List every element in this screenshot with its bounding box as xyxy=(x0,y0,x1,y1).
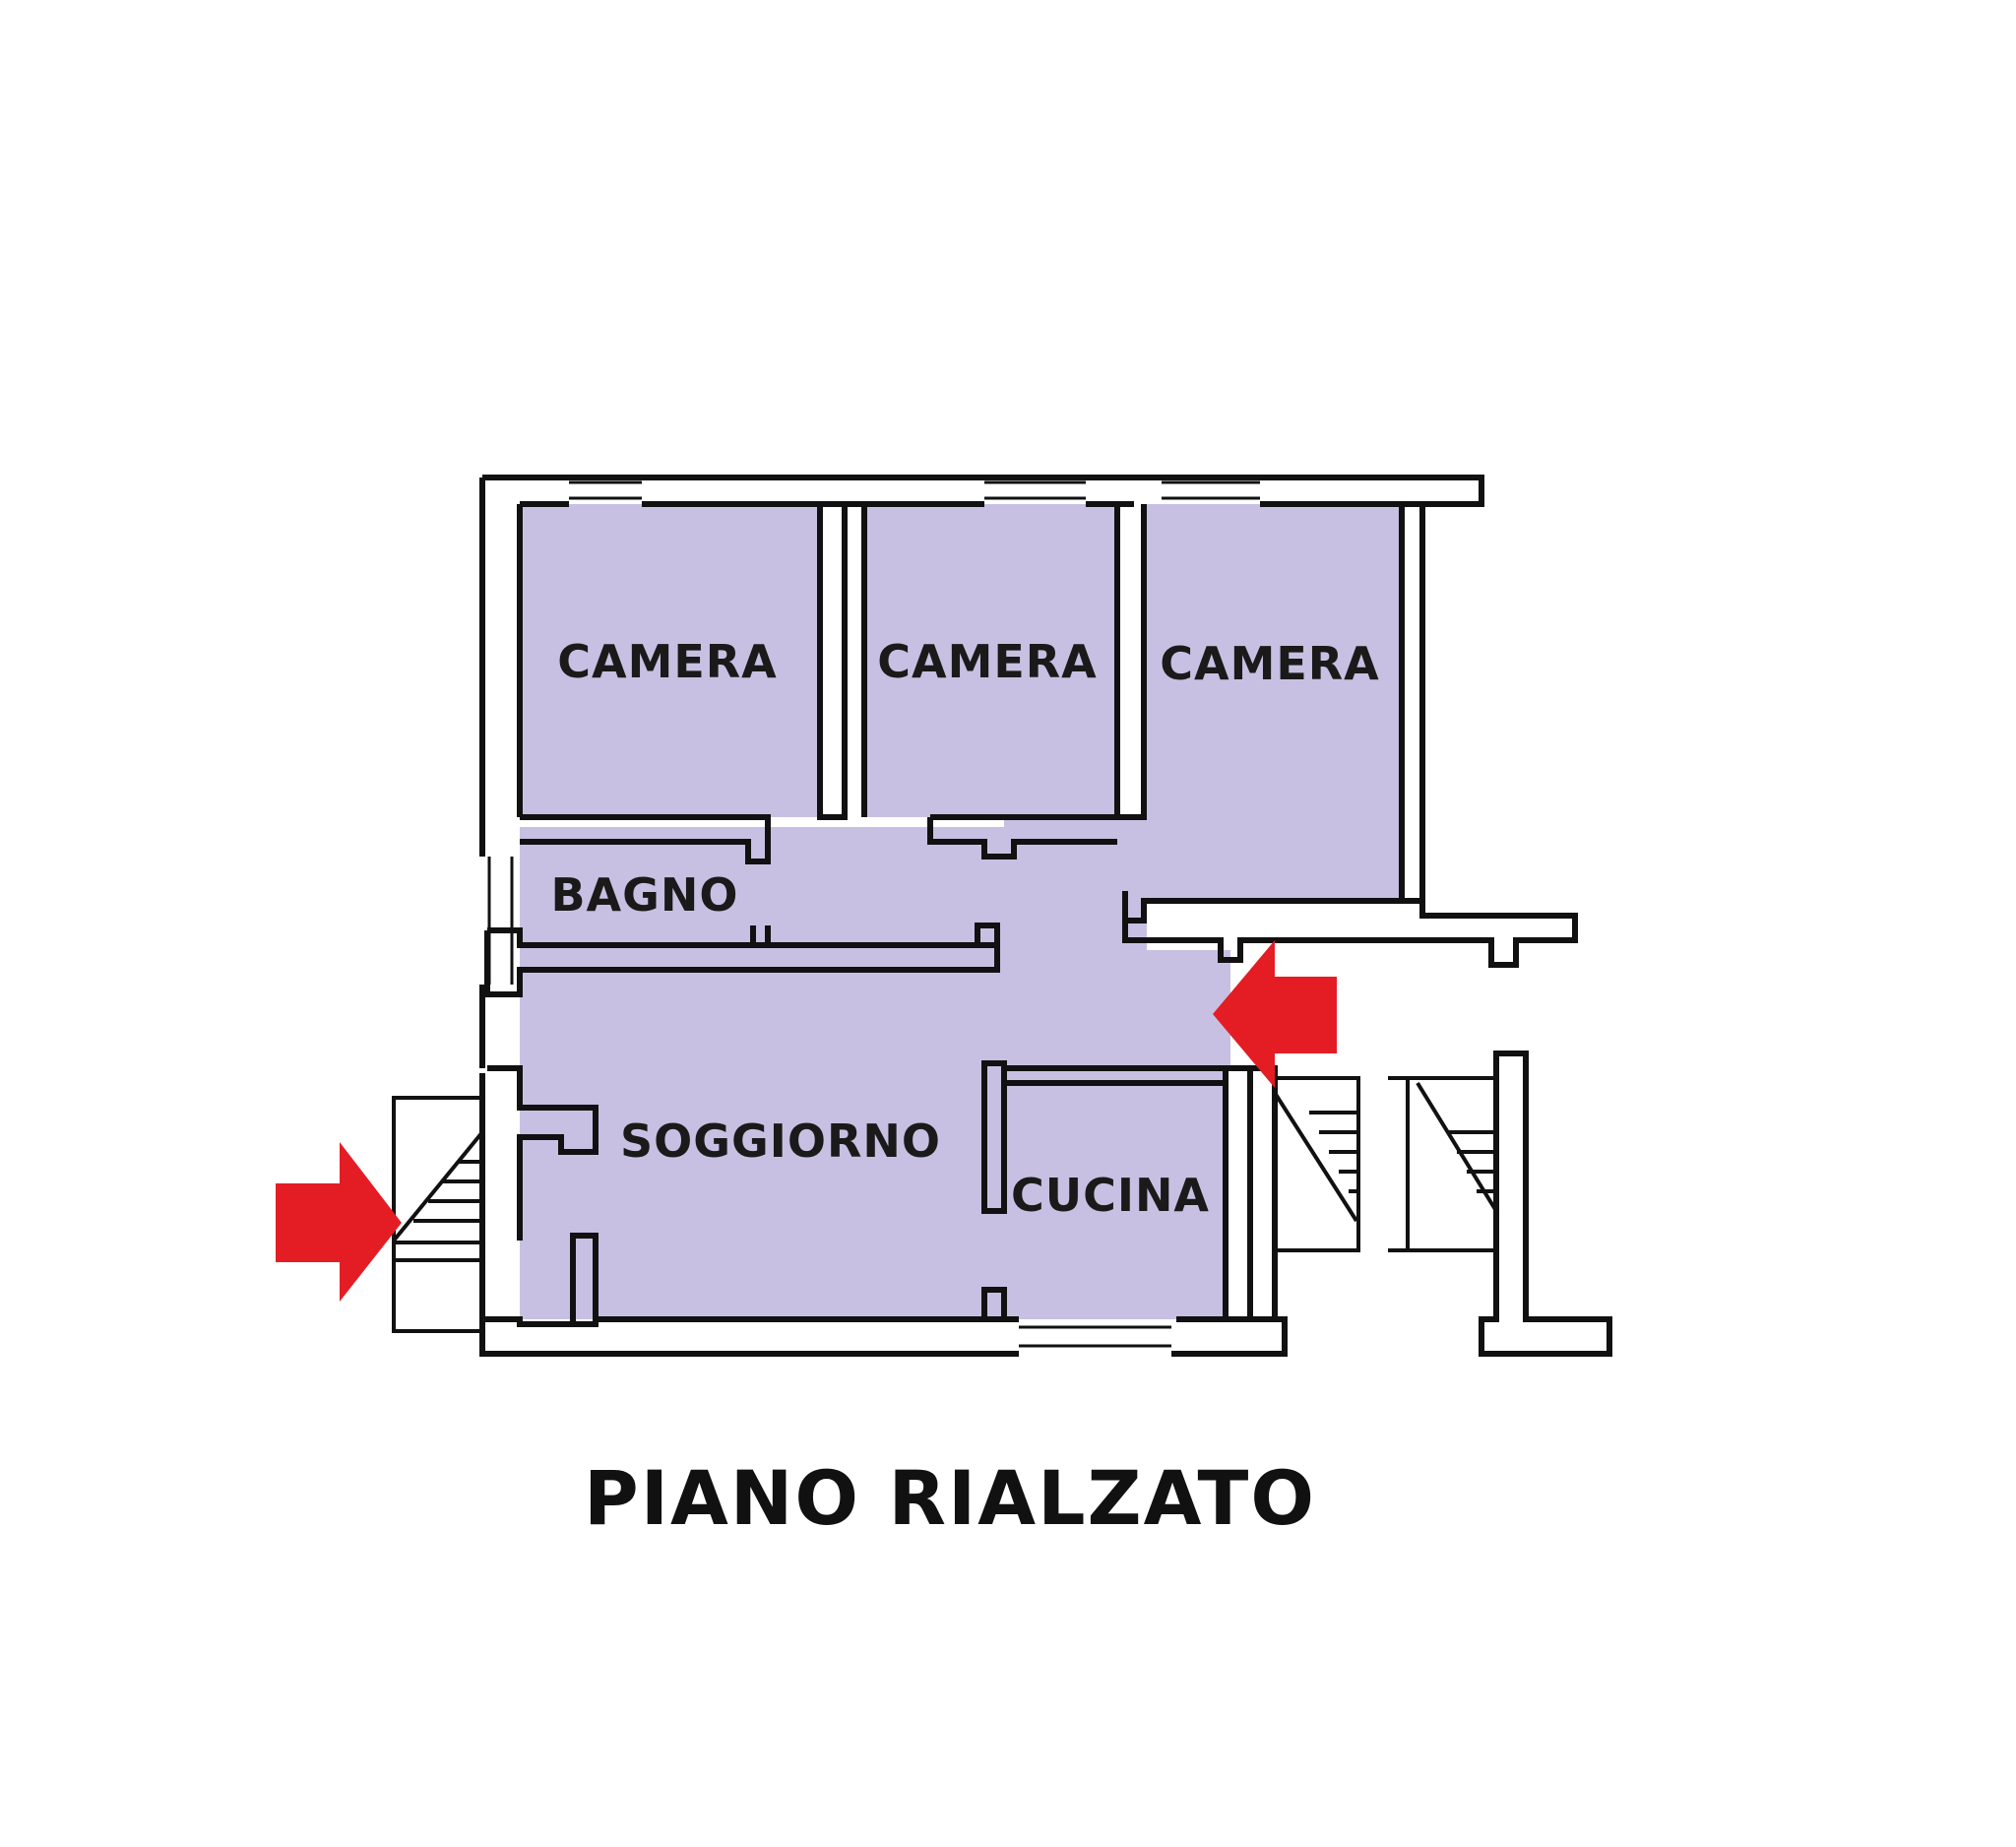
wall-camera-1-2 xyxy=(817,501,867,820)
stair-right-1-steps xyxy=(1273,1091,1358,1223)
entrance-arrow-right xyxy=(1213,940,1337,1088)
wall-bottom xyxy=(479,1316,1288,1357)
stair-left-steps xyxy=(392,1130,484,1262)
wall-top-outer xyxy=(482,475,1484,507)
wall-cucina-right xyxy=(1223,1065,1253,1322)
stairs xyxy=(392,1076,1498,1333)
room-label-camera-3: CAMERA xyxy=(1160,637,1380,690)
floor-title: PIANO RIALZATO xyxy=(584,1454,1316,1542)
room-label-bagno: BAGNO xyxy=(550,868,738,922)
wall-soggiorno-entry xyxy=(487,1065,598,1241)
window-top-3 xyxy=(1162,480,1260,500)
wall-cucina-left xyxy=(981,1060,1007,1214)
room-label-camera-2: CAMERA xyxy=(877,635,1098,688)
wall-soggiorno-pillar xyxy=(570,1233,598,1327)
wall-camera-2-bottom xyxy=(927,814,1117,860)
stair-right-2-box xyxy=(1388,1076,1498,1252)
room-label-camera-1: CAMERA xyxy=(557,635,778,688)
wall-terrace-left xyxy=(1250,1065,1278,1319)
wall-bagno-bottom xyxy=(484,923,1000,997)
stair-right-2-steps xyxy=(1406,1078,1498,1250)
room-label-cucina: CUCINA xyxy=(1011,1169,1210,1222)
window-left xyxy=(487,857,514,985)
wall-camera-1-bottom xyxy=(520,814,771,864)
wall-camera-3-bottom xyxy=(1122,891,1578,968)
stair-left-box xyxy=(392,1096,484,1333)
room-fill-camera-3 xyxy=(1144,504,1402,901)
wall-camera-2-3 xyxy=(1114,504,1147,820)
walls xyxy=(479,475,1612,1357)
room-fills xyxy=(520,504,1402,1319)
window-bottom xyxy=(1019,1325,1171,1348)
wall-terrace-right xyxy=(1479,1051,1612,1357)
room-label-soggiorno: SOGGIORNO xyxy=(620,1115,941,1168)
room-fill-cucina xyxy=(1004,1083,1226,1319)
window-top-2 xyxy=(984,480,1086,500)
entrance-arrows xyxy=(276,940,1337,1302)
room-fill-camera-2 xyxy=(864,504,1117,817)
entrance-arrow-left xyxy=(276,1142,402,1302)
stair-right-1-box xyxy=(1275,1076,1360,1252)
wall-camera-3-right xyxy=(1399,504,1425,904)
room-fill-camera-1 xyxy=(520,504,820,817)
wall-bagno-notch xyxy=(750,925,771,948)
window-top-1 xyxy=(569,480,642,500)
